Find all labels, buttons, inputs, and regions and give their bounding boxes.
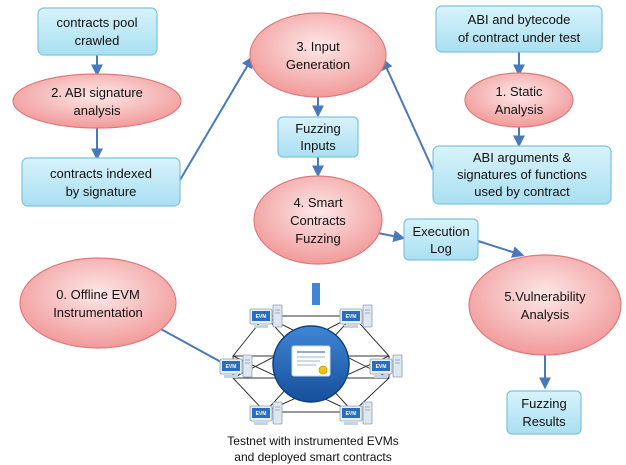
- abi-bytecode-line-2: of contract under test: [458, 30, 581, 45]
- input-generation-ellipse: 3. Input Generation: [249, 12, 387, 98]
- abi-arguments-box: ABI arguments & signatures of functions …: [432, 145, 612, 205]
- testnet-caption: Testnet with instrumented EVMs and deplo…: [227, 434, 398, 464]
- evm-node: EVM: [219, 354, 253, 379]
- abi-signature-analysis-line-2: analysis: [74, 103, 121, 118]
- input-generation-line-2: Generation: [286, 57, 350, 72]
- fuzzing-inputs-line-1: Fuzzing: [295, 121, 341, 136]
- input-generation-line-1: 3. Input: [296, 39, 340, 54]
- contracts-pool-line-2: crawled: [75, 33, 120, 48]
- static-analysis-line-1: 1. Static: [496, 84, 543, 99]
- execution-log-box: Execution Log: [403, 218, 479, 261]
- evm-node-label: EVM: [226, 364, 237, 370]
- abi-arguments-line-3: used by contract: [474, 184, 570, 199]
- evm-node-label: EVM: [256, 411, 267, 417]
- static-analysis-ellipse: 1. Static Analysis: [464, 72, 574, 128]
- testnet-caption-line-2: and deployed smart contracts: [234, 450, 391, 464]
- evm-node: EVM: [369, 354, 403, 379]
- arrows: [91, 52, 551, 390]
- fuzzing-connector-bar: [312, 283, 320, 305]
- smart-contracts-fuzzing-line-3: Fuzzing: [295, 231, 341, 246]
- smart-contracts-fuzzing-line-2: Contracts: [290, 213, 346, 228]
- vulnerability-analysis-line-1: 5.Vulnerability: [504, 289, 586, 304]
- abi-signature-analysis-ellipse: 2. ABI signature analysis: [12, 73, 182, 129]
- fuzzing-results-box: Fuzzing Results: [506, 390, 582, 435]
- fuzzing-inputs-box: Fuzzing Inputs: [277, 116, 359, 158]
- fuzzing-results-line-1: Fuzzing: [521, 396, 567, 411]
- offline-evm-line-1: 0. Offline EVM: [56, 287, 140, 302]
- offline-evm-line-2: Instrumentation: [53, 305, 143, 320]
- evm-node-label: EVM: [376, 364, 387, 370]
- evm-node-label: EVM: [346, 314, 357, 320]
- vulnerability-analysis-line-2: Analysis: [521, 307, 570, 322]
- offline-evm-ellipse: 0. Offline EVM Instrumentation: [19, 257, 177, 349]
- contracts-pool-line-1: contracts pool: [57, 15, 138, 30]
- fuzzing-results-line-2: Results: [522, 414, 566, 429]
- abi-arguments-line-2: signatures of functions: [457, 167, 588, 182]
- contracts-indexed-line-1: contracts indexed: [50, 166, 152, 181]
- abi-arguments-line-1: ABI arguments &: [473, 150, 572, 165]
- testnet-caption-line-1: Testnet with instrumented EVMs: [227, 434, 398, 448]
- arrow-execution-log-to-vulnerability: [477, 240, 525, 258]
- evm-node-label: EVM: [346, 411, 357, 417]
- evm-node: EVM: [249, 304, 283, 329]
- abi-bytecode-box: ABI and bytecode of contract under test: [435, 5, 603, 53]
- contracts-indexed-line-2: by signature: [66, 184, 137, 199]
- arrow-fuzzing-to-execution-log: [377, 230, 406, 243]
- abi-bytecode-line-1: ABI and bytecode: [468, 12, 571, 27]
- smart-contracts-fuzzing-line-1: 4. Smart: [293, 195, 343, 210]
- arrow-abi-args-to-input-generation: [381, 57, 434, 171]
- contract-document-icon: [291, 345, 331, 377]
- arrow-offline-evm-to-testnet: [147, 321, 235, 370]
- evm-node: EVM: [249, 401, 283, 426]
- smart-contract-hub: [272, 325, 350, 403]
- smart-contracts-fuzzing-ellipse: 4. Smart Contracts Fuzzing: [253, 175, 383, 265]
- testnet-network: EVM EVM EVM EVM EVM EVM: [219, 283, 403, 426]
- arrow-indexed-to-input-generation: [179, 55, 254, 181]
- evm-node: EVM: [339, 304, 373, 329]
- execution-log-line-2: Log: [430, 241, 452, 256]
- static-analysis-line-2: Analysis: [495, 102, 544, 117]
- abi-signature-analysis-line-1: 2. ABI signature: [51, 85, 143, 100]
- contracts-indexed-box: contracts indexed by signature: [21, 157, 181, 207]
- contracts-pool-box: contracts pool crawled: [37, 7, 158, 56]
- evm-node-label: EVM: [256, 314, 267, 320]
- evm-node: EVM: [339, 401, 373, 426]
- fuzzing-inputs-line-2: Inputs: [300, 138, 336, 153]
- vulnerability-analysis-ellipse: 5.Vulnerability Analysis: [468, 254, 622, 356]
- execution-log-line-1: Execution: [412, 224, 469, 239]
